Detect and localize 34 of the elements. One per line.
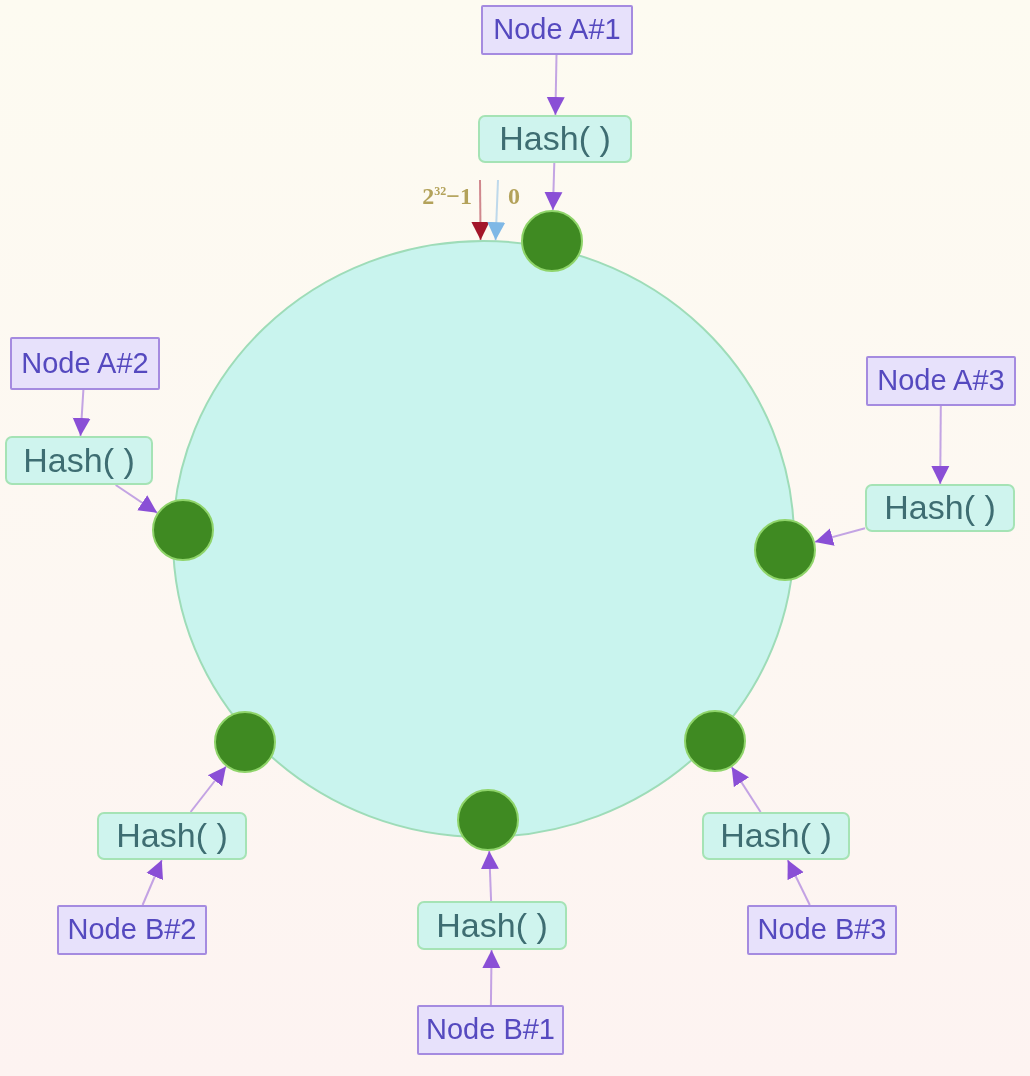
hash-function-box: Hash( ) xyxy=(702,812,850,860)
arrow xyxy=(786,859,811,906)
ring-point xyxy=(521,210,583,272)
hash-function-box: Hash( ) xyxy=(5,436,153,485)
arrow xyxy=(730,766,762,813)
arrow xyxy=(482,949,501,1006)
arrow xyxy=(544,162,563,211)
ring-point xyxy=(214,711,276,773)
arrow xyxy=(72,389,91,437)
arrow xyxy=(189,765,227,813)
server-box: Node B#1 xyxy=(417,1005,564,1055)
server-box: Node A#1 xyxy=(481,5,633,55)
server-box: Node B#3 xyxy=(747,905,897,955)
hash-function-box: Hash( ) xyxy=(97,812,247,860)
server-box: Node A#2 xyxy=(10,337,160,390)
arrow xyxy=(480,850,499,902)
server-box: Node A#3 xyxy=(866,356,1016,406)
arrow xyxy=(141,859,163,906)
arrow xyxy=(114,484,159,514)
arrow xyxy=(471,179,490,241)
server-box: Node B#2 xyxy=(57,905,207,955)
arrow xyxy=(931,405,950,485)
hash-value-label: 2$^{32}$−1 xyxy=(398,180,480,212)
ring-point xyxy=(754,519,816,581)
ring-point xyxy=(152,499,214,561)
ring-point xyxy=(684,710,746,772)
arrow xyxy=(546,54,565,116)
hash-value-label: 0 xyxy=(498,180,522,212)
hash-function-box: Hash( ) xyxy=(865,484,1015,532)
arrow xyxy=(487,179,506,242)
hash-function-box: Hash( ) xyxy=(417,901,567,950)
hash-function-box: Hash( ) xyxy=(478,115,632,163)
ring-point xyxy=(457,789,519,851)
arrow xyxy=(813,527,866,546)
